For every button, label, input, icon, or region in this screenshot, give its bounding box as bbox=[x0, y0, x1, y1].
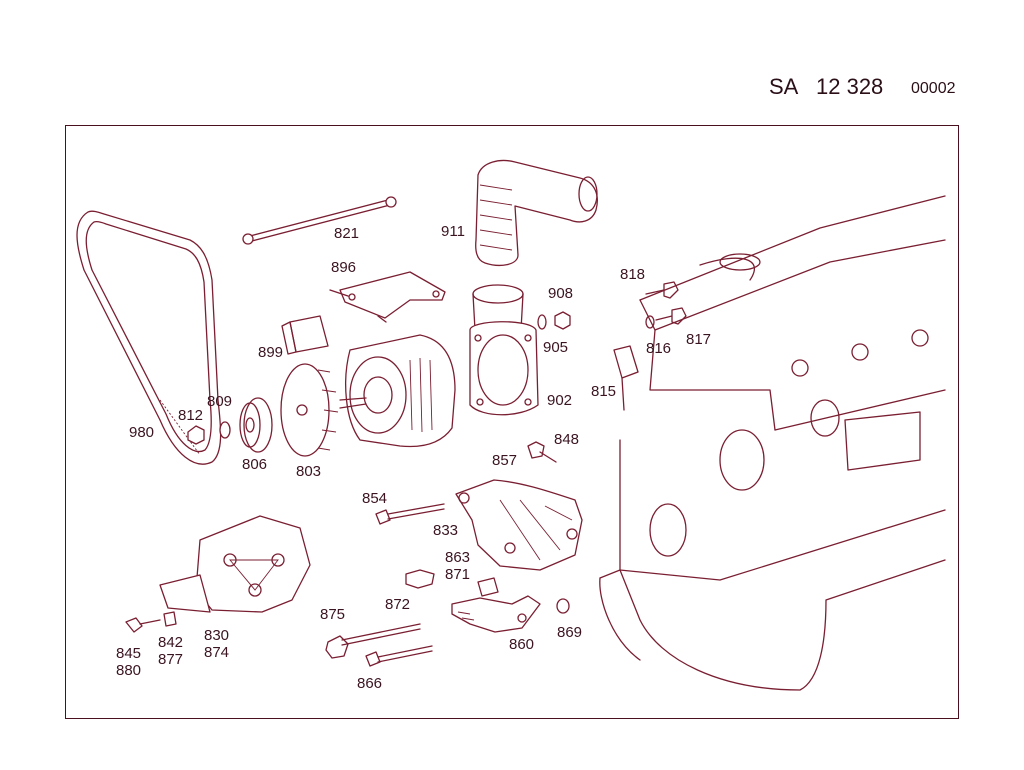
callout-854: 854 bbox=[362, 490, 387, 507]
diagram-sheet-index: 00002 bbox=[911, 80, 956, 97]
callout-905: 905 bbox=[543, 339, 568, 356]
callout-848: 848 bbox=[554, 431, 579, 448]
callout-869: 869 bbox=[557, 624, 582, 641]
fan-803 bbox=[280, 363, 339, 457]
callout-908: 908 bbox=[548, 285, 573, 302]
callout-803: 803 bbox=[296, 463, 321, 480]
callout-866: 866 bbox=[357, 675, 382, 692]
diagram-code-prefix: SA bbox=[769, 74, 799, 99]
callout-871: 871 bbox=[445, 566, 470, 583]
callout-874: 874 bbox=[204, 644, 229, 661]
callout-809: 809 bbox=[207, 393, 232, 410]
callout-875: 875 bbox=[320, 606, 345, 623]
bracket-830 bbox=[159, 515, 311, 613]
callout-911: 911 bbox=[441, 223, 465, 240]
pulley-806 bbox=[239, 397, 273, 453]
callout-845: 845 bbox=[116, 645, 141, 662]
callout-815: 815 bbox=[591, 383, 616, 400]
washer-905 bbox=[537, 314, 547, 330]
callout-833: 833 bbox=[433, 522, 458, 539]
adjuster-860 bbox=[451, 595, 541, 633]
callout-857: 857 bbox=[492, 452, 517, 469]
callout-806: 806 bbox=[242, 456, 267, 473]
callout-863: 863 bbox=[445, 549, 470, 566]
bolt-817 bbox=[655, 307, 687, 325]
bracket-833 bbox=[455, 479, 583, 571]
clip-815 bbox=[613, 345, 639, 379]
callout-860: 860 bbox=[509, 636, 534, 653]
callout-817: 817 bbox=[686, 331, 711, 348]
rod-875 bbox=[325, 623, 421, 659]
callout-880: 880 bbox=[116, 662, 141, 679]
bolt-845 bbox=[125, 617, 161, 633]
washer-809 bbox=[219, 421, 231, 439]
v-belt-part bbox=[76, 210, 222, 465]
bolt-848 bbox=[527, 441, 557, 463]
callout-980: 980 bbox=[129, 424, 154, 441]
bolt-854 bbox=[375, 503, 445, 525]
callout-816: 816 bbox=[646, 340, 671, 357]
diagram-code-number: 12 328 bbox=[816, 74, 884, 99]
nut-908 bbox=[554, 311, 571, 330]
callout-812: 812 bbox=[178, 407, 203, 424]
bolt-866 bbox=[365, 645, 433, 667]
drawing-frame bbox=[65, 125, 959, 719]
callout-842: 842 bbox=[158, 634, 183, 651]
mounting-bracket-896 bbox=[329, 271, 446, 323]
callout-896: 896 bbox=[331, 259, 356, 276]
coolant-hose-part bbox=[475, 159, 598, 266]
nut-812 bbox=[187, 425, 205, 445]
callout-818: 818 bbox=[620, 266, 645, 283]
thermostat-housing-902 bbox=[469, 284, 539, 416]
engine-block bbox=[599, 195, 946, 691]
callout-902: 902 bbox=[547, 392, 572, 409]
plate-899 bbox=[281, 315, 329, 355]
callout-877: 877 bbox=[158, 651, 183, 668]
callout-821: 821 bbox=[334, 225, 359, 242]
sleeve-863 bbox=[477, 577, 499, 597]
cable-strap-part bbox=[242, 196, 397, 245]
washer-842 bbox=[163, 611, 177, 627]
callout-872: 872 bbox=[385, 596, 410, 613]
clip-815-lead bbox=[621, 377, 625, 411]
washer-869 bbox=[556, 598, 570, 614]
callout-899: 899 bbox=[258, 344, 283, 361]
alternator-part bbox=[339, 334, 456, 448]
tab-872 bbox=[405, 569, 435, 589]
callout-830: 830 bbox=[204, 627, 229, 644]
